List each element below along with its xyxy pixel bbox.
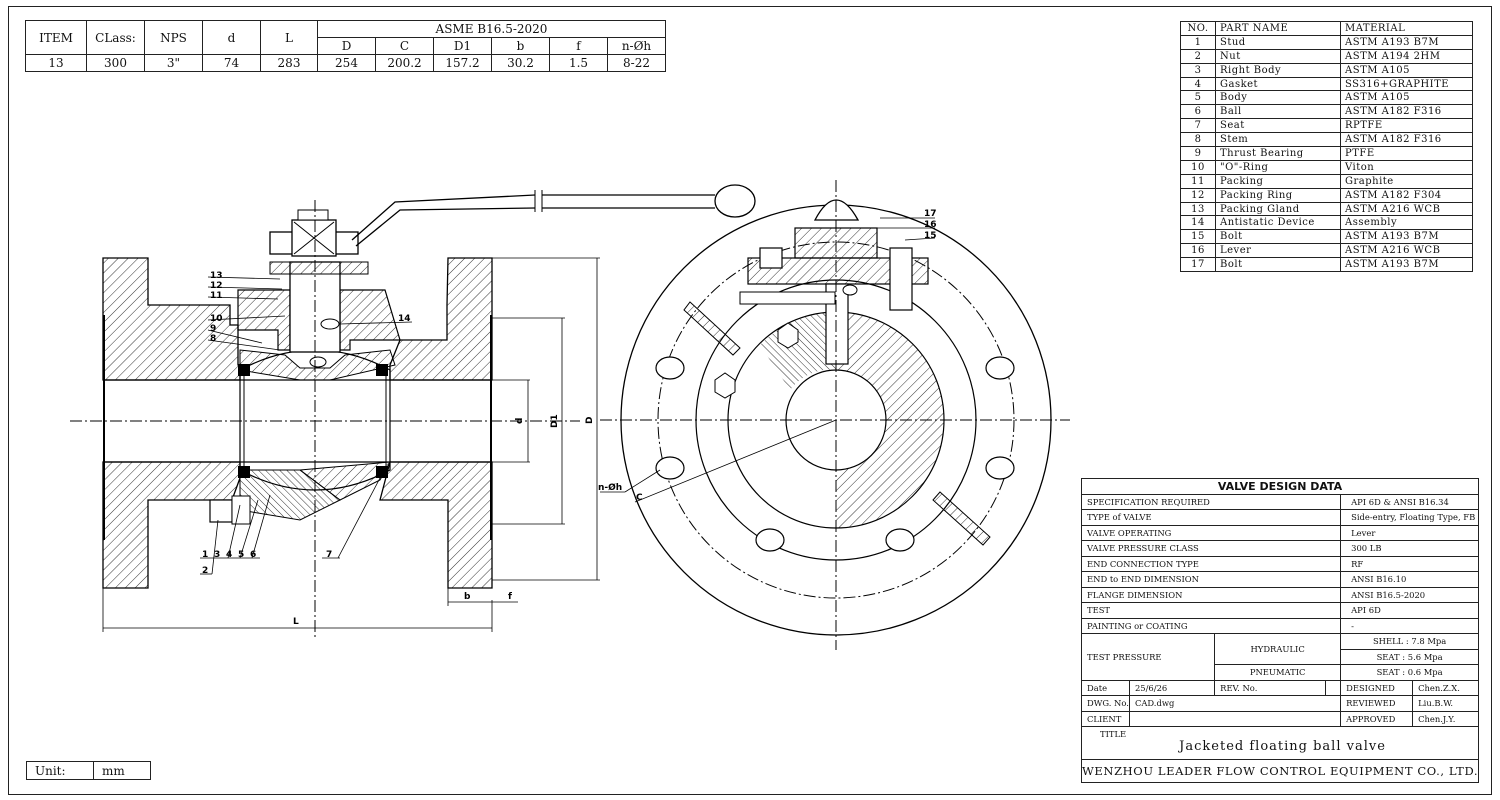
part-label-1: 1 [202,550,208,560]
design-title: VALVE DESIGN DATA [1080,478,1480,495]
dim-label-nh: n-Øh [598,482,622,493]
dim-cell: 30.2 [491,54,550,72]
part-label-5: 5 [238,550,244,560]
dim-cell: 8-22 [607,54,666,72]
unit-label: Unit: [26,761,94,780]
parts-cell-name: Bolt [1215,257,1341,273]
dim-cell: 200.2 [375,54,434,72]
section-view [70,184,756,640]
title-cell: TITLE Jacketed floating ball valve [1080,726,1480,760]
dim-header-class: CLass: [86,20,145,55]
part-label-17: 17 [924,209,937,219]
part-label-16: 16 [924,220,937,230]
dim-cell: 3" [144,54,203,72]
title-value: Jacketed floating ball valve [1179,739,1386,754]
drawing-frame [8,6,1492,795]
test-pressure-label: TEST PRESSURE [1080,633,1216,681]
dim-cell: 74 [202,54,261,72]
dim-label-D1: D1 [550,414,560,428]
part-label-13: 13 [210,271,223,281]
dim-label-L: L [293,617,299,627]
parts-cell-material: ASTM A193 B7M [1340,257,1473,273]
part-label-7: 7 [326,550,332,560]
part-label-12: 12 [210,281,223,291]
dim-cell: 13 [25,54,87,72]
end-view [600,180,1070,650]
dim-label-d: d [515,418,525,424]
part-label-15: 15 [924,231,937,241]
dim-label-b: b [464,592,471,602]
unit-value: mm [93,761,151,780]
part-label-2: 2 [202,566,208,576]
dimension-table: ITEM CLass: NPS d L ASME B16.5-2020 D C … [25,20,666,72]
part-label-9: 9 [210,324,216,334]
company-name: WENZHOU LEADER FLOW CONTROL EQUIPMENT CO… [1080,759,1480,783]
part-label-11: 11 [210,291,223,301]
design-data-table: VALVE DESIGN DATA SPECIFICATION REQUIRED… [1080,478,1480,783]
part-label-8: 8 [210,334,216,344]
dim-cell: 157.2 [433,54,492,72]
part-label-6: 6 [250,550,256,560]
title-label: TITLE [1100,729,1127,739]
dim-cell: 1.5 [549,54,608,72]
dim-cell: 254 [317,54,376,72]
dim-label-D: D [585,417,595,424]
part-label-14: 14 [398,314,411,324]
part-label-3: 3 [214,550,220,560]
part-label-10: 10 [210,314,223,324]
unit-table: Unit: mm [26,761,151,780]
drawing-labels: 13 12 11 10 9 8 14 1 3 4 5 6 2 7 d D1 D … [202,209,937,627]
dim-label-C: C [636,493,643,503]
hydraulic-label: HYDRAULIC [1214,633,1342,665]
approved-value: Chen.J.Y. [1412,710,1480,727]
part-label-4: 4 [226,550,232,560]
dim-cell: 283 [260,54,318,72]
dim-label-f: f [508,592,512,602]
